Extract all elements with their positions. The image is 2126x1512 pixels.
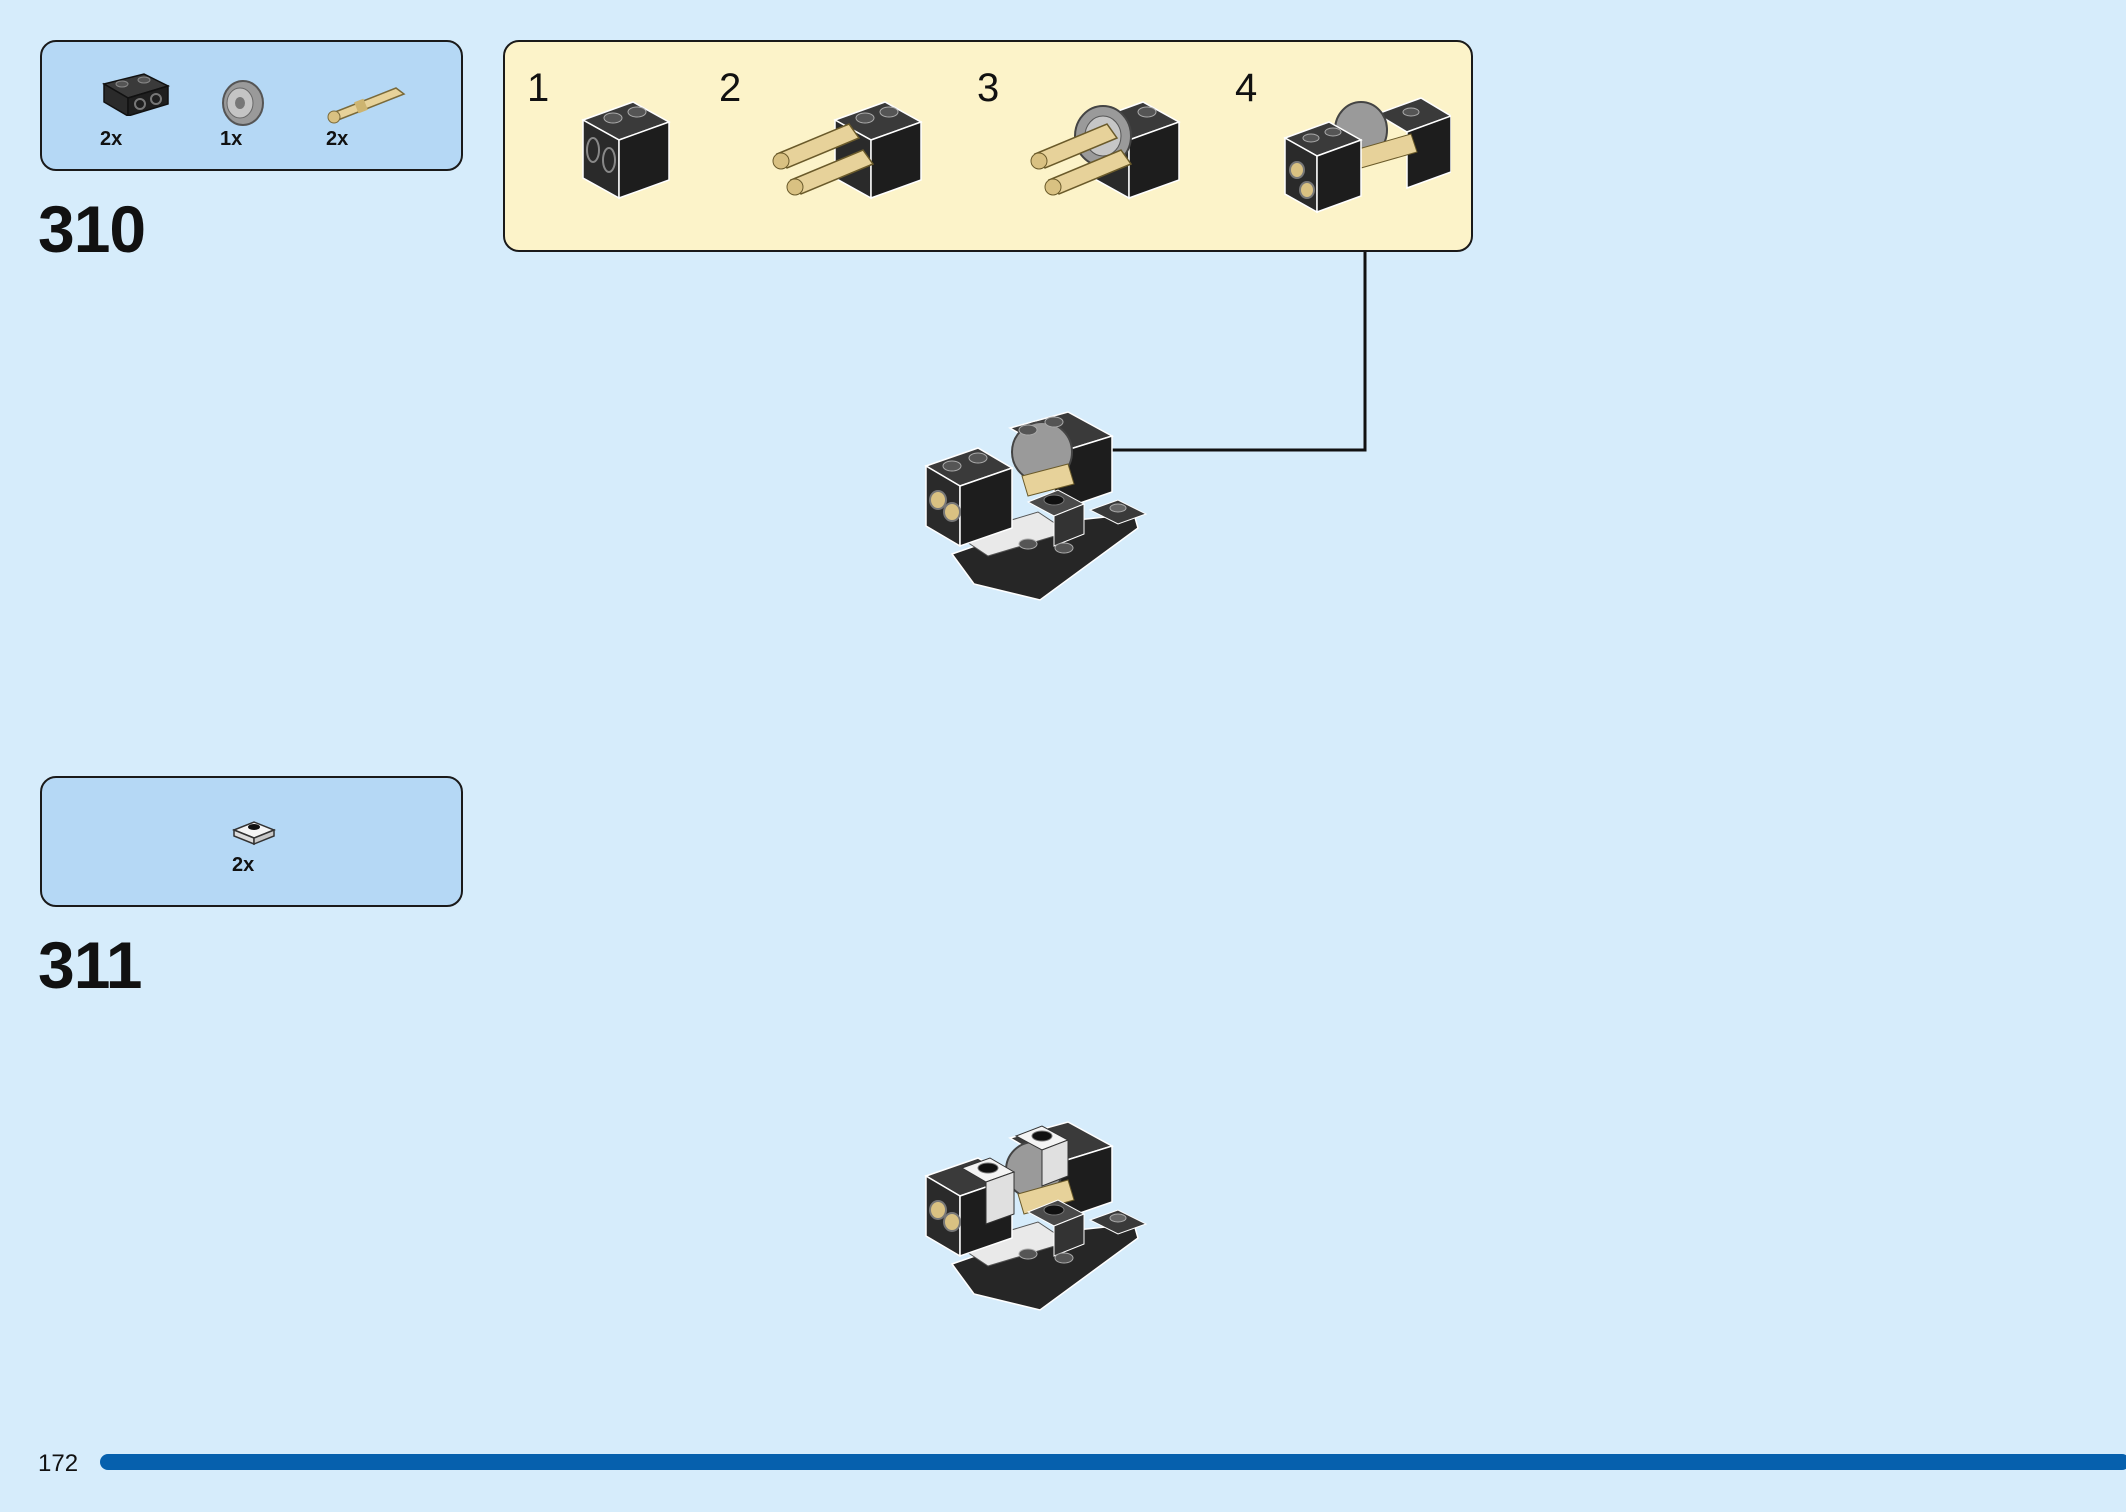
part-quantity: 2x — [100, 128, 123, 150]
part-quantity: 2x — [326, 128, 349, 150]
part-quantity: 1x — [220, 128, 243, 150]
page-number: 172 — [38, 1450, 79, 1477]
substep-2-model — [765, 94, 935, 209]
subassembly-box: 1 2 3 4 — [503, 40, 1473, 252]
part-quantity: 2x — [232, 854, 255, 876]
parts-list-step-310: 2x 1x 2x — [40, 40, 463, 171]
step-number: 310 — [38, 192, 146, 266]
tan-pin-icon — [320, 80, 410, 126]
step-310-model — [918, 404, 1158, 619]
substep-3-model — [1023, 94, 1193, 209]
substep-1-model — [577, 94, 677, 209]
step-number: 311 — [38, 928, 142, 1002]
page-progress-bar — [100, 1454, 2126, 1470]
parts-list-step-311: 2x — [40, 776, 463, 907]
white-plate-icon — [230, 814, 278, 850]
step-311-model — [918, 1114, 1158, 1329]
substep-number: 4 — [1235, 66, 1258, 110]
black-technic-brick-icon — [98, 66, 172, 116]
substep-number: 2 — [719, 66, 742, 110]
gray-wheel-hub-icon — [218, 78, 268, 128]
substep-number: 1 — [527, 66, 550, 110]
substep-4-model — [1281, 94, 1453, 223]
substep-number: 3 — [977, 66, 1000, 110]
